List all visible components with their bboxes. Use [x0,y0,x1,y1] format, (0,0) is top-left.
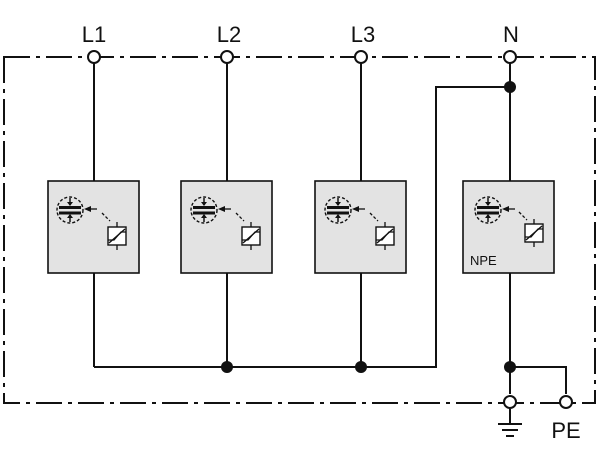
earth-ground-icon [498,423,522,437]
common-bus [94,86,510,368]
terminal-l1 [87,50,101,64]
label-l3: L3 [351,22,375,47]
npe-module-label: NPE [470,253,497,268]
enclosure-boundary [3,56,596,404]
terminal-n [503,50,517,64]
terminal-pe [559,395,573,409]
junction-dot [504,361,516,373]
terminal-l3 [354,50,368,64]
terminal-ground [503,395,517,409]
junction-dot [221,361,233,373]
junction-dot [504,81,516,93]
spd-module-l2 [180,180,273,274]
label-l1: L1 [82,22,106,47]
pe-link [510,366,567,394]
label-l2: L2 [217,22,241,47]
junction-dot [355,361,367,373]
label-n: N [503,22,519,47]
spd-module-l3 [314,180,407,274]
spd-module-npe: NPE [462,180,555,274]
label-pe: PE [551,418,580,443]
spd-module-l1 [47,180,140,274]
terminal-l2 [220,50,234,64]
